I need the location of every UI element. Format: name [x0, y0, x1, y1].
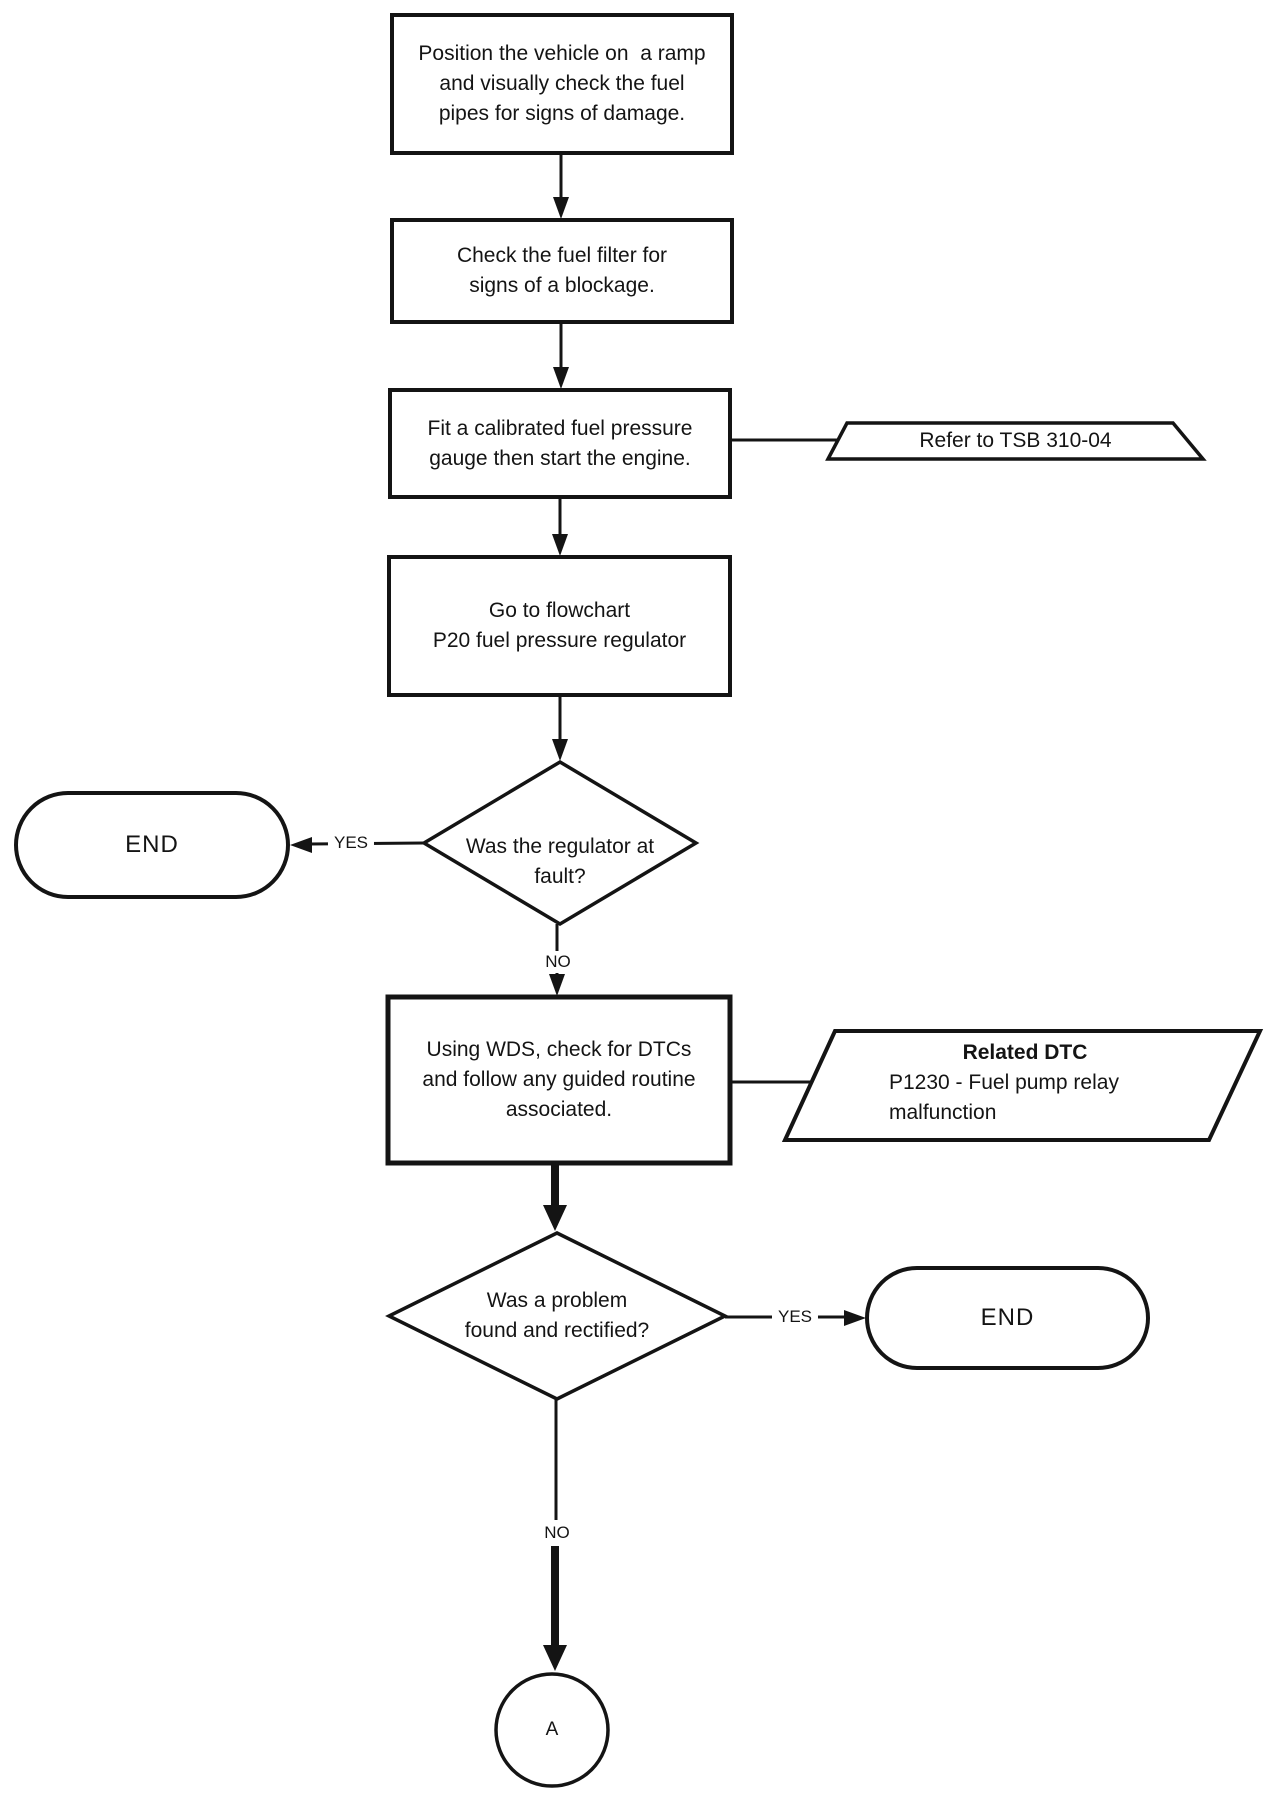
arrowhead-down-4 — [552, 739, 568, 761]
arrowhead-down-2 — [553, 367, 569, 389]
arrowhead-left-yes1 — [290, 837, 312, 853]
terminator-end-1-label: END — [125, 831, 179, 858]
process-box-4-label: Go to flowchart P20 fuel pressure regula… — [432, 599, 687, 652]
connector-box2-box3 — [553, 322, 569, 389]
arrowhead-right-yes2 — [844, 1310, 866, 1326]
process-box-1 — [392, 15, 732, 153]
io-parallelogram-tsb — [828, 423, 1203, 459]
dtc-annotation-body: P1230 - Fuel pump relay malfunction — [889, 1071, 1119, 1124]
offpage-connector-label: A — [545, 1719, 559, 1740]
connector-box4-diamond1 — [552, 695, 568, 761]
edge-label-yes-2: YES — [771, 1306, 819, 1328]
process-box-5-label: Using WDS, check for DTCs and follow any… — [422, 1038, 696, 1121]
process-box-4 — [389, 557, 730, 695]
connector-diamond2-circle-no — [543, 1399, 567, 1671]
process-box-1-label: Position the vehicle on a ramp and visua… — [418, 42, 706, 125]
decision-diamond-2 — [389, 1233, 725, 1399]
connector-box3-box4 — [552, 497, 568, 556]
arrowhead-down-3 — [552, 534, 568, 556]
decision-diamond-1 — [424, 762, 696, 924]
dtc-annotation-title: Related DTC — [962, 1041, 1088, 1064]
edge-label-no-1: NO — [539, 951, 577, 973]
process-box-2-label: Check the fuel filter for signs of a blo… — [456, 244, 668, 297]
arrowhead-down-thick1 — [543, 1205, 567, 1231]
process-box-5 — [388, 997, 730, 1163]
arrowhead-down-1 — [553, 197, 569, 219]
process-box-3 — [390, 390, 730, 497]
decision-diamond-2-label: Was a problem found and rectified? — [464, 1289, 650, 1342]
decision-diamond-1-label: Was the regulator at fault? — [465, 835, 655, 888]
terminator-end-2 — [867, 1268, 1148, 1368]
tsb-annotation-label: Refer to TSB 310-04 — [919, 429, 1112, 452]
edge-label-no-2: NO — [538, 1522, 576, 1544]
terminator-end-1 — [16, 793, 288, 897]
arrowhead-down-thick2 — [543, 1645, 567, 1671]
terminator-end-2-label: END — [980, 1304, 1035, 1331]
arrowhead-down-no1 — [549, 974, 565, 996]
connector-box1-box2 — [553, 153, 569, 219]
offpage-connector-circle — [496, 1674, 608, 1786]
connector-box5-diamond2 — [543, 1163, 567, 1231]
edge-label-yes-1: YES — [327, 832, 375, 854]
process-box-2 — [392, 220, 732, 322]
io-parallelogram-dtc — [785, 1031, 1260, 1140]
process-box-3-label: Fit a calibrated fuel pressure gauge the… — [427, 416, 693, 470]
